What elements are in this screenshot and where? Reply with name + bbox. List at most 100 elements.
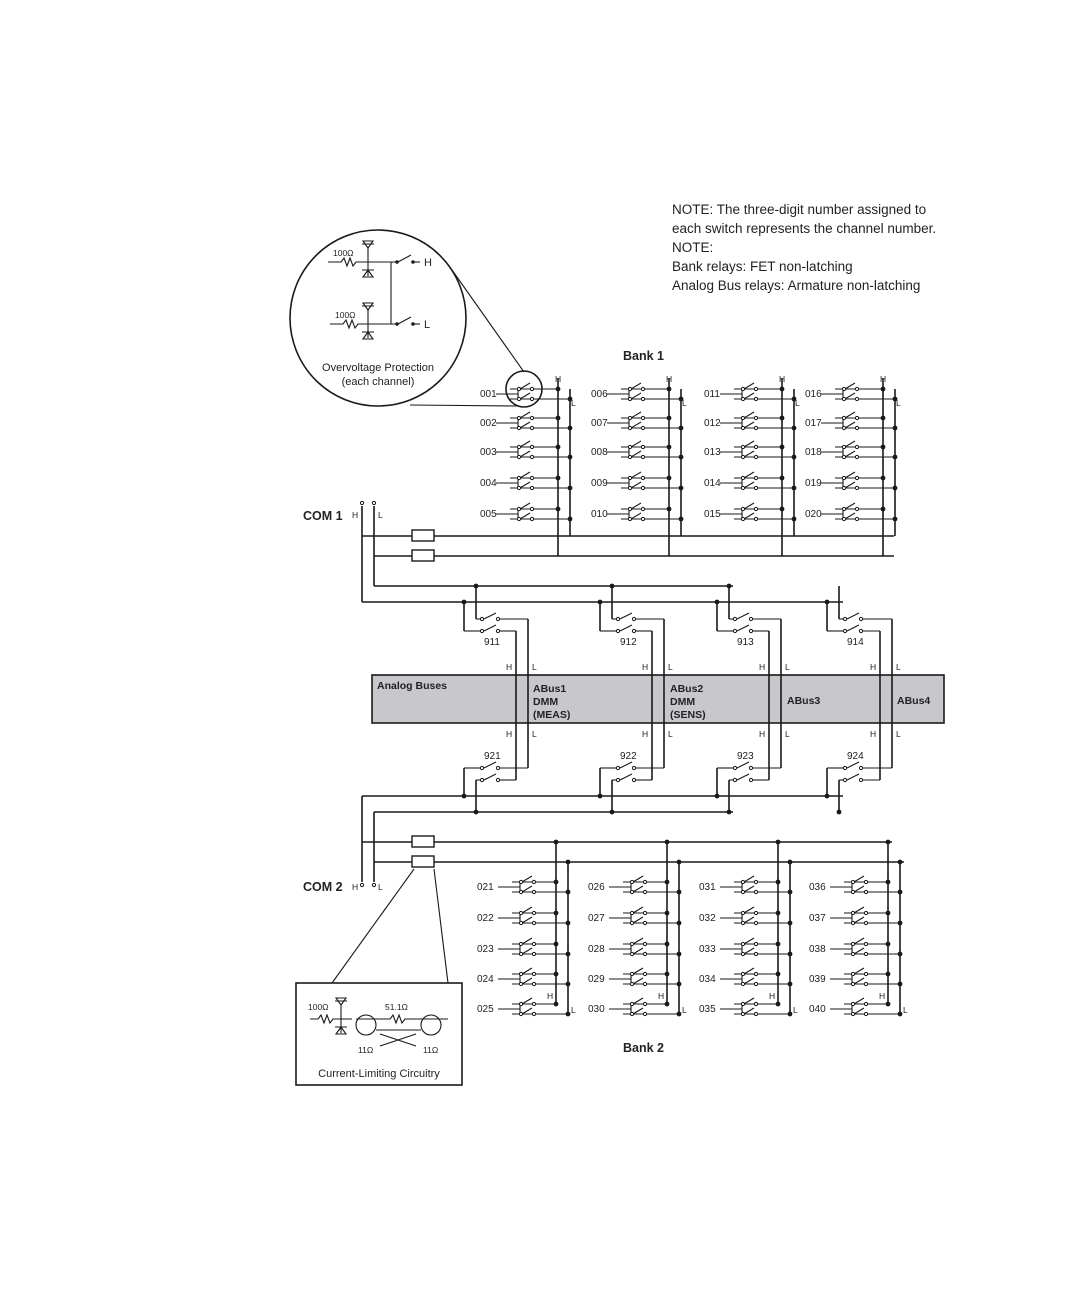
channel-label: 040 bbox=[809, 1004, 826, 1015]
bank2-title: Bank 2 bbox=[623, 1041, 664, 1055]
channel-label: 032 bbox=[699, 913, 716, 924]
channel-switch bbox=[821, 382, 898, 402]
channel-switch bbox=[821, 440, 898, 460]
bus-relay-bottom bbox=[717, 761, 781, 783]
bus-h-marker: H bbox=[506, 729, 512, 739]
bus-relay-top bbox=[717, 612, 781, 634]
channel-switch bbox=[720, 440, 797, 460]
channel-label: 015 bbox=[704, 509, 721, 520]
channel-switch bbox=[720, 906, 793, 926]
note-line: Bank relays: FET non-latching bbox=[672, 259, 853, 274]
channel-switch bbox=[720, 937, 793, 957]
channel-label: 037 bbox=[809, 913, 826, 924]
com2-h: H bbox=[352, 882, 358, 892]
bus-l-marker: L bbox=[785, 729, 790, 739]
cl-resistor-11b: 11Ω bbox=[423, 1045, 438, 1055]
bank2-h-marker: H bbox=[658, 991, 664, 1001]
channel-switch bbox=[496, 411, 573, 431]
channel-label: 028 bbox=[588, 944, 605, 955]
channel-switch bbox=[498, 906, 571, 926]
bus-l-marker: L bbox=[896, 729, 901, 739]
bank1-h-marker: H bbox=[666, 374, 672, 384]
channel-switch bbox=[607, 502, 684, 522]
channel-switch bbox=[498, 967, 571, 987]
channel-label: 024 bbox=[477, 974, 494, 985]
channel-switch bbox=[830, 997, 903, 1017]
analog-buses-title: Analog Buses bbox=[377, 680, 447, 692]
bus-l-marker: L bbox=[896, 662, 901, 672]
channel-switch bbox=[498, 997, 571, 1017]
channel-label: 004 bbox=[480, 478, 497, 489]
channel-switch bbox=[720, 411, 797, 431]
channel-label: 008 bbox=[591, 447, 608, 458]
bus-relay-label: 911 bbox=[484, 637, 500, 648]
channel-switch bbox=[607, 471, 684, 491]
channel-label: 027 bbox=[588, 913, 605, 924]
ov-resistor-2: 100Ω bbox=[335, 310, 356, 320]
channel-label: 012 bbox=[704, 418, 721, 429]
channel-switch bbox=[498, 875, 571, 895]
bank2-h-marker: H bbox=[547, 991, 553, 1001]
bank2-l-marker: L bbox=[571, 1005, 576, 1015]
bank1-h-marker: H bbox=[555, 374, 561, 384]
note-line: Analog Bus relays: Armature non-latching bbox=[672, 278, 921, 293]
bus-relay-bottom bbox=[827, 761, 892, 783]
bank1-l-marker: L bbox=[571, 398, 576, 408]
bus-relay-label: 922 bbox=[620, 751, 637, 762]
channel-switch bbox=[496, 382, 573, 402]
bus-h-marker: H bbox=[642, 662, 648, 672]
channel-label: 030 bbox=[588, 1004, 605, 1015]
note-line: each switch represents the channel numbe… bbox=[672, 221, 937, 236]
channel-switch bbox=[607, 411, 684, 431]
note-line: NOTE: The three-digit number assigned to bbox=[672, 202, 927, 217]
channel-switch bbox=[720, 502, 797, 522]
ov-h-label: H bbox=[424, 257, 432, 269]
channel-switch bbox=[496, 440, 573, 460]
channel-label: 026 bbox=[588, 882, 605, 893]
abus1-name: ABus1 bbox=[533, 683, 566, 695]
channel-label: 019 bbox=[805, 478, 822, 489]
channel-switch bbox=[720, 967, 793, 987]
overvoltage-detail: 100Ω 100Ω H L Overvoltage Protection (ea… bbox=[289, 229, 543, 408]
channel-switch bbox=[609, 967, 682, 987]
bank2-l-marker: L bbox=[793, 1005, 798, 1015]
channel-switch bbox=[496, 502, 573, 522]
channel-label: 002 bbox=[480, 418, 497, 429]
bus-relay-label: 914 bbox=[847, 637, 864, 648]
abus2-sens: (SENS) bbox=[670, 709, 706, 721]
channel-label: 010 bbox=[591, 509, 608, 520]
bus-h-marker: H bbox=[506, 662, 512, 672]
com2-label: COM 2 bbox=[303, 880, 343, 894]
bus-l-marker: L bbox=[785, 662, 790, 672]
bus-h-marker: H bbox=[759, 662, 765, 672]
cl-resistor-51: 51.1Ω bbox=[385, 1002, 408, 1012]
channel-label: 020 bbox=[805, 509, 822, 520]
channel-label: 034 bbox=[699, 974, 716, 985]
bank2-l-marker: L bbox=[903, 1005, 908, 1015]
bus-relay-label: 923 bbox=[737, 751, 754, 762]
channel-label: 017 bbox=[805, 418, 822, 429]
com2-fuse-l bbox=[411, 855, 435, 868]
bus-l-marker: L bbox=[668, 729, 673, 739]
com1-h: H bbox=[352, 510, 358, 520]
bus-relay-label: 913 bbox=[737, 637, 754, 648]
channel-label: 011 bbox=[704, 389, 720, 400]
ov-resistor-1: 100Ω bbox=[333, 248, 354, 258]
ov-l-label: L bbox=[424, 319, 430, 331]
bus-relay-label: 924 bbox=[847, 751, 864, 762]
bank2-h-marker: H bbox=[879, 991, 885, 1001]
channel-switch bbox=[830, 937, 903, 957]
channel-switch bbox=[609, 997, 682, 1017]
channel-label: 007 bbox=[591, 418, 608, 429]
current-limiting-detail: 100Ω 51.1Ω 11Ω 11Ω Current-Limiting Circ… bbox=[295, 868, 463, 1086]
channel-switch bbox=[496, 471, 573, 491]
channel-label: 039 bbox=[809, 974, 826, 985]
channel-label: 013 bbox=[704, 447, 721, 458]
bus-l-marker: L bbox=[668, 662, 673, 672]
com1-l: L bbox=[378, 510, 383, 520]
channel-switch bbox=[821, 411, 898, 431]
channel-label: 022 bbox=[477, 913, 494, 924]
bus-relay-top bbox=[827, 612, 892, 634]
bus-relay-top bbox=[464, 612, 528, 634]
bus-h-marker: H bbox=[642, 729, 648, 739]
